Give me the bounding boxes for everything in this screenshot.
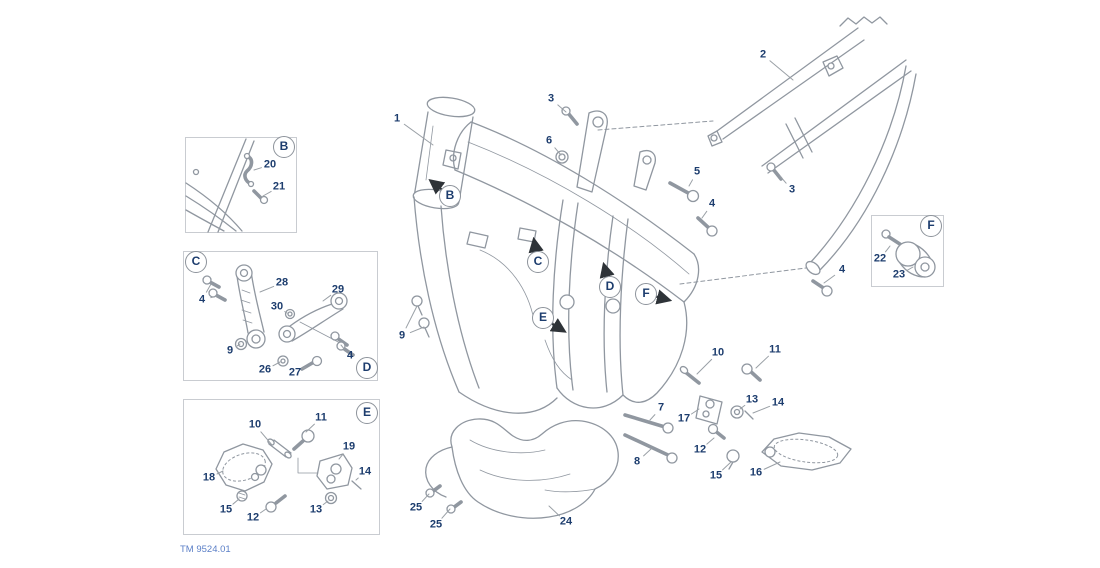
callout-6[interactable]: 6 — [545, 134, 553, 147]
callout-12[interactable]: 12 — [693, 443, 707, 456]
callout-4[interactable]: 4 — [346, 349, 354, 362]
callout-30[interactable]: 30 — [270, 300, 284, 313]
callout-4[interactable]: 4 — [708, 197, 716, 210]
callout-16[interactable]: 16 — [749, 466, 763, 479]
callout-11[interactable]: 11 — [315, 411, 327, 424]
callout-24[interactable]: 24 — [559, 515, 573, 528]
callout-4[interactable]: 4 — [838, 263, 846, 276]
callout-9[interactable]: 9 — [398, 329, 406, 342]
callout-13[interactable]: 13 — [309, 503, 323, 516]
callout-8[interactable]: 8 — [633, 455, 641, 468]
callout-22[interactable]: 22 — [873, 252, 887, 265]
callout-9[interactable]: 9 — [226, 344, 234, 357]
callout-21[interactable]: 21 — [272, 180, 286, 193]
callout-15[interactable]: 15 — [219, 503, 233, 516]
callout-3[interactable]: 3 — [788, 183, 796, 196]
detail-marker-F: F — [635, 283, 657, 305]
callout-29[interactable]: 29 — [331, 283, 345, 296]
callout-15[interactable]: 15 — [709, 469, 723, 482]
callout-27[interactable]: 27 — [288, 366, 302, 379]
callout-20[interactable]: 20 — [263, 158, 277, 171]
detail-marker-D: D — [599, 276, 621, 298]
callout-25[interactable]: 25 — [409, 501, 423, 514]
detail-marker-F: F — [920, 215, 942, 237]
callout-26[interactable]: 26 — [258, 363, 272, 376]
callout-28[interactable]: 28 — [275, 276, 289, 289]
callout-7[interactable]: 7 — [657, 401, 665, 414]
callout-3[interactable]: 3 — [547, 92, 555, 105]
drawing-number: TM 9524.01 — [180, 544, 231, 555]
detail-marker-D: D — [356, 357, 378, 379]
detail-marker-B: B — [273, 136, 295, 158]
callout-4[interactable]: 4 — [198, 293, 206, 306]
detail-marker-B: B — [439, 185, 461, 207]
callout-10[interactable]: 10 — [711, 346, 725, 359]
callout-13[interactable]: 13 — [745, 393, 759, 406]
callout-19[interactable]: 19 — [342, 440, 356, 453]
callout-1[interactable]: 1 — [393, 112, 401, 125]
detail-marker-C: C — [185, 251, 207, 273]
callout-14[interactable]: 14 — [358, 465, 372, 478]
callout-10[interactable]: 10 — [248, 418, 262, 431]
detail-marker-E: E — [356, 402, 378, 424]
callout-23[interactable]: 23 — [892, 268, 906, 281]
callout-14[interactable]: 14 — [771, 396, 785, 409]
callout-11[interactable]: 11 — [769, 343, 781, 356]
detail-marker-C: C — [527, 251, 549, 273]
callout-17[interactable]: 17 — [677, 412, 691, 425]
callout-12[interactable]: 12 — [246, 511, 260, 524]
callout-2[interactable]: 2 — [759, 48, 767, 61]
callout-18[interactable]: 18 — [202, 471, 216, 484]
callout-25[interactable]: 25 — [429, 518, 443, 531]
detail-marker-E: E — [532, 307, 554, 329]
callout-5[interactable]: 5 — [693, 165, 701, 178]
